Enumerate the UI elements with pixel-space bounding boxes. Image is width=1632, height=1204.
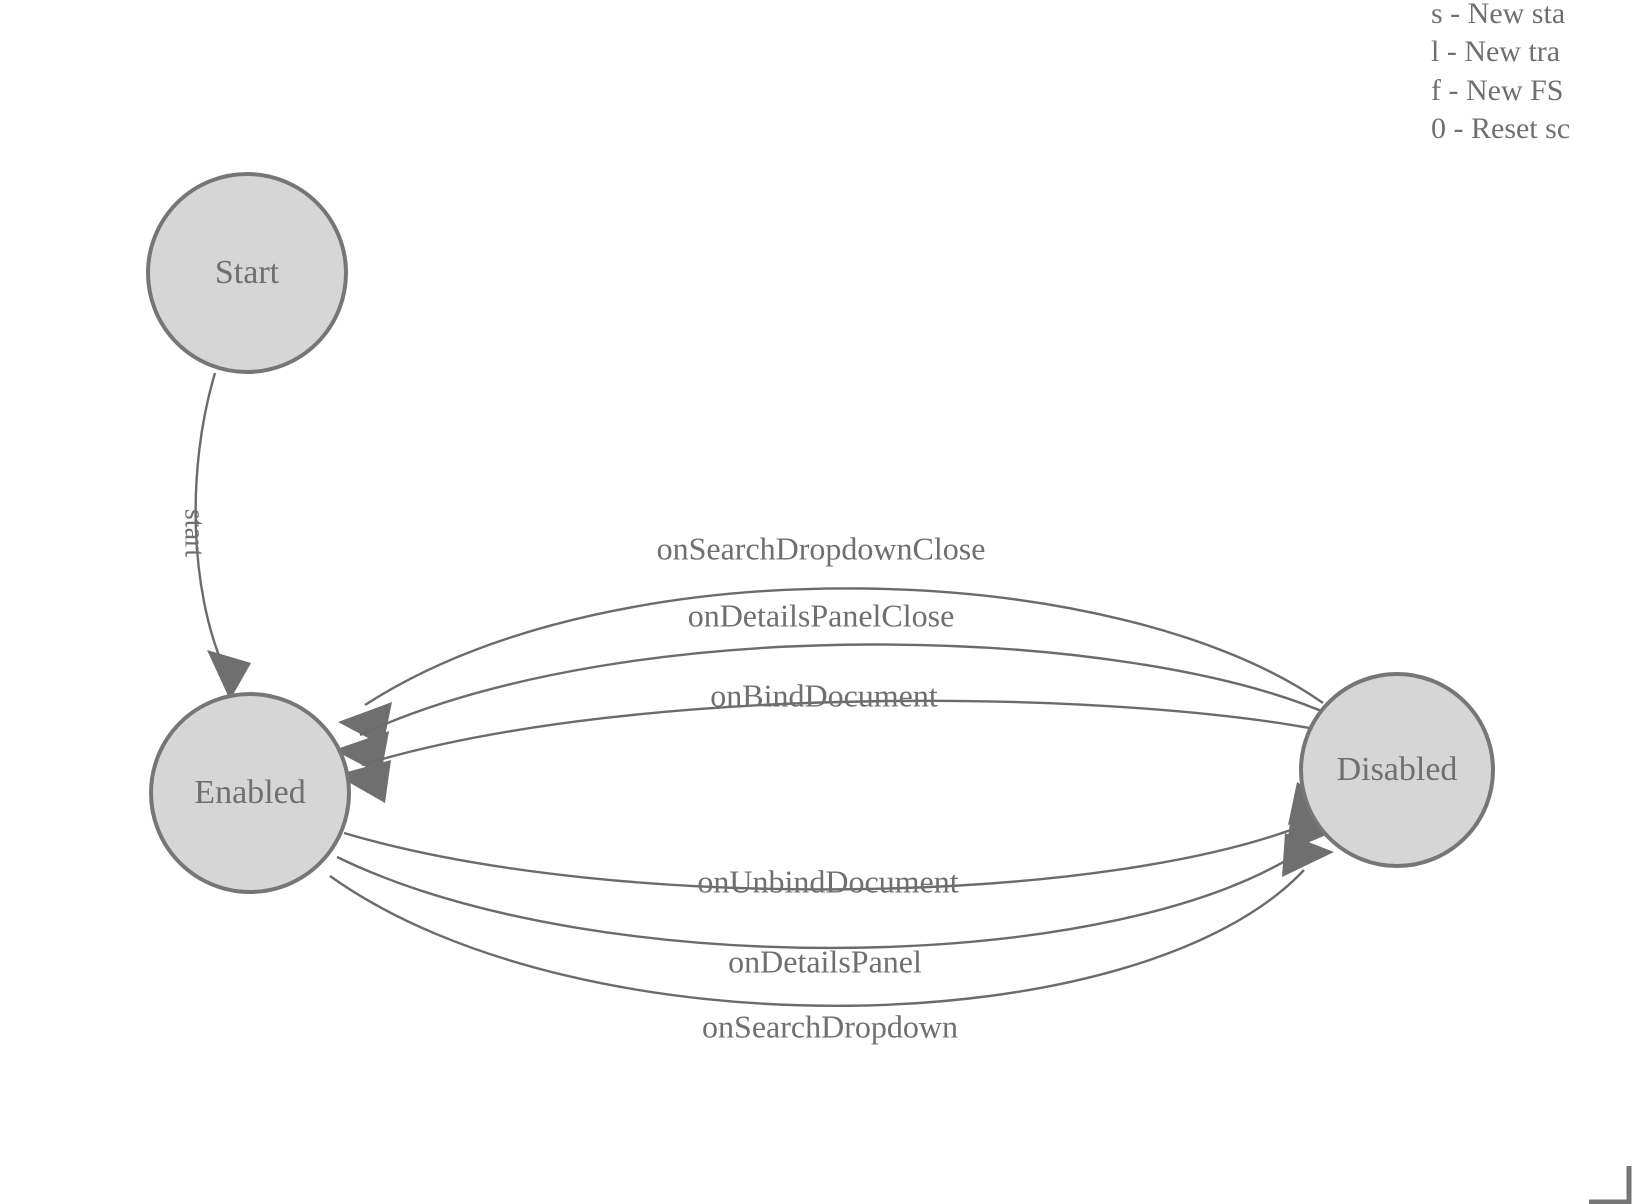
state-node-enabled[interactable]: Enabled bbox=[149, 692, 351, 894]
edge-path-onSearchDropdown bbox=[329, 869, 1305, 1007]
edge-label-onDetailsPanelClose: onDetailsPanelClose bbox=[688, 597, 955, 633]
edge-start[interactable] bbox=[194, 372, 251, 700]
edge-arrowhead-onSearchDropdown bbox=[1282, 833, 1334, 877]
state-label-enabled: Enabled bbox=[194, 774, 305, 811]
edge-label-start: start bbox=[179, 509, 210, 557]
state-circle-enabled bbox=[149, 692, 351, 894]
help-line-reset-scale: 0 - Reset sc bbox=[1431, 112, 1570, 145]
edge-label-onBindDocument: onBindDocument bbox=[710, 677, 938, 713]
corner-resize-mark[interactable] bbox=[1589, 1166, 1632, 1204]
state-node-disabled[interactable]: Disabled bbox=[1299, 672, 1495, 868]
edge-onDetailsPanelClose[interactable] bbox=[334, 643, 1334, 775]
edge-arrowhead-onBindDocument bbox=[336, 760, 391, 803]
help-line-new-fsm: f - New FS bbox=[1431, 74, 1564, 107]
edge-onBindDocument[interactable] bbox=[336, 699, 1340, 803]
edge-label-onDetailsPanel: onDetailsPanel bbox=[728, 943, 922, 979]
edge-arrowhead-onDetailsPanelClose bbox=[334, 731, 389, 775]
edge-label-onSearchDropdownClose: onSearchDropdownClose bbox=[657, 530, 986, 566]
edge-label-onUnbindDocument: onUnbindDocument bbox=[697, 863, 958, 899]
state-label-disabled: Disabled bbox=[1337, 751, 1458, 788]
help-line-new-transition: l - New tra bbox=[1431, 35, 1560, 68]
state-circle-start bbox=[146, 172, 348, 374]
help-line-new-state: s - New sta bbox=[1431, 0, 1565, 30]
edge-path-onDetailsPanelClose bbox=[359, 643, 1334, 737]
state-label-start: Start bbox=[215, 254, 280, 291]
edge-label-onSearchDropdown: onSearchDropdown bbox=[702, 1008, 958, 1044]
edge-arrowhead-start bbox=[207, 650, 251, 700]
edge-path-onUnbindDocument bbox=[343, 818, 1317, 891]
edge-path-onSearchDropdownClose bbox=[364, 587, 1324, 707]
state-node-start[interactable]: Start bbox=[146, 172, 348, 374]
edge-path-start bbox=[194, 372, 226, 669]
edge-onSearchDropdown[interactable] bbox=[329, 833, 1334, 1007]
edge-path-onBindDocument bbox=[361, 699, 1340, 767]
help-shortcuts-overlay: s - New sta l - New tra f - New FS 0 - R… bbox=[1431, 0, 1570, 145]
state-circle-disabled bbox=[1299, 672, 1495, 868]
edge-path-onDetailsPanel bbox=[336, 844, 1311, 950]
